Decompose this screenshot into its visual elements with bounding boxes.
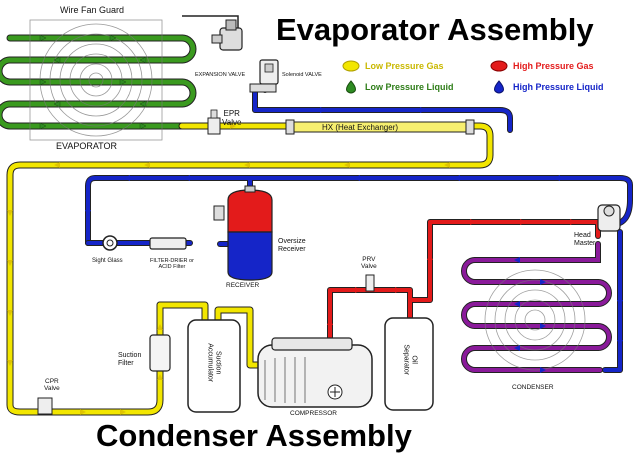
expansion-valve — [182, 15, 243, 51]
green-drop-icon — [346, 80, 356, 94]
legend-high-pressure-liquid: High Pressure Liquid — [490, 80, 604, 94]
yellow-oval-icon — [342, 60, 360, 72]
evaporator-assembly-title: Evaporator Assembly — [276, 12, 594, 47]
suction-accumulator-label: Suction Accumulator — [207, 343, 222, 383]
epr-valve — [207, 109, 221, 135]
evaporator-label: EVAPORATOR — [56, 141, 118, 151]
evaporator-coil — [0, 19, 197, 141]
solenoid-valve — [249, 59, 279, 93]
heat-exchanger-label: HX (Heat Exchanger) — [322, 123, 399, 132]
suction-filter-label: Suction Filter — [118, 352, 142, 367]
expansion-valve-label: EXPANSION VALVE — [195, 72, 246, 78]
condenser-label: CONDENSER — [512, 384, 554, 391]
compressor-label: COMPRESSOR — [290, 410, 337, 417]
legend-high-pressure-gas: High Pressure Gas — [490, 60, 594, 72]
legend-low-pressure-gas: Low Pressure Gas — [342, 60, 444, 72]
receiver — [213, 185, 273, 281]
filter-drier-label: FILTER-DRIER or ACID Filter — [150, 258, 194, 271]
wire-fan-guard-label: Wire Fan Guard — [60, 5, 125, 15]
legend-low-pressure-liquid: Low Pressure Liquid — [342, 80, 454, 94]
cpr-valve-label: CPR Valve — [44, 378, 60, 393]
suction-accumulator — [187, 319, 241, 413]
suction-filter — [149, 334, 171, 372]
receiver-label: RECEIVER — [226, 282, 260, 289]
epr-valve-label: EPR Valve — [222, 109, 242, 127]
sight-glass-label: Sight Glass — [92, 258, 123, 264]
filter-drier — [149, 237, 187, 250]
legend-label: High Pressure Liquid — [513, 82, 604, 92]
prv-valve-label: PRV Valve — [361, 256, 377, 271]
heat-exchanger — [285, 119, 475, 135]
blue-drop-icon — [494, 80, 504, 94]
prv-valve — [365, 274, 375, 292]
legend-label: High Pressure Gas — [513, 61, 594, 71]
solenoid-valve-label: Solenoid VALVE — [282, 72, 322, 78]
compressor — [257, 337, 373, 408]
red-oval-icon — [490, 60, 508, 72]
low-pressure-gas-lines — [6, 122, 494, 416]
sight-glass — [102, 235, 118, 251]
oil-separator-label: Oil Separator — [403, 344, 418, 376]
legend-label: Low Pressure Gas — [365, 61, 444, 71]
oversize-receiver-label: Oversize Receiver — [278, 238, 306, 253]
cpr-valve — [37, 397, 53, 415]
head-master-valve — [597, 204, 621, 232]
oil-separator — [384, 317, 434, 411]
condenser-assembly-title: Condenser Assembly — [96, 418, 412, 453]
condenser-coil — [461, 241, 612, 373]
head-master-label: Head Master — [574, 232, 596, 247]
legend-label: Low Pressure Liquid — [365, 82, 454, 92]
